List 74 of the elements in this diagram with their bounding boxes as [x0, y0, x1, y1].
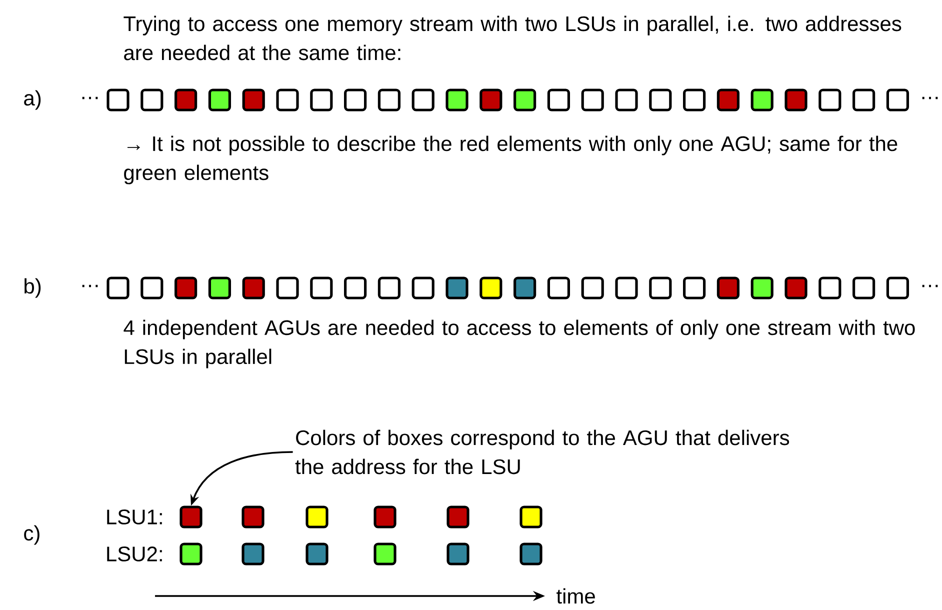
memory-box: [784, 88, 808, 112]
unit-label: LSU1:: [107, 510, 162, 524]
memory-box: [180, 542, 202, 566]
memory-box: [480, 88, 502, 112]
memory-box: [140, 88, 164, 112]
memory-box: [547, 88, 570, 112]
memory-box: [514, 276, 536, 300]
memory-box: [310, 88, 333, 112]
memory-box: [818, 88, 842, 112]
paragraph: 4 independent AGUs are needed to access to elements of only one stream with two LSUs in parallel: [124, 320, 915, 368]
memory-box: [683, 88, 706, 112]
memory-box: [374, 506, 396, 528]
memory-box: [306, 542, 328, 566]
caption-text: Colors of boxes correspond to the AGU that delivers the address for the LSU: [295, 430, 790, 474]
ellipsis: …: [82, 96, 98, 100]
memory-box: [344, 276, 367, 300]
memory-box: [378, 88, 400, 112]
memory-box: [480, 276, 502, 300]
memory-box: [412, 88, 434, 112]
memory-box: [276, 276, 299, 300]
memory-box: [242, 506, 264, 528]
memory-box: [208, 88, 232, 112]
memory-box: [852, 88, 876, 112]
memory-box: [818, 276, 842, 300]
memory-box: [446, 542, 470, 566]
memory-box: [140, 276, 164, 300]
memory-box: [446, 276, 468, 300]
memory-box: [446, 88, 468, 112]
memory-box: [208, 276, 232, 300]
memory-box: [378, 276, 400, 300]
memory-box: [615, 276, 638, 300]
memory-box: [649, 88, 672, 112]
memory-box: [106, 276, 130, 300]
ellipsis: …: [82, 284, 98, 288]
memory-box: [615, 88, 638, 112]
memory-box: [374, 542, 396, 566]
memory-box: [446, 506, 470, 528]
row-label: c): [24, 525, 40, 545]
memory-box: [649, 276, 672, 300]
memory-box: [174, 88, 198, 112]
paragraph: → It is not possible to describe the red elements with only one AGU; same for the green elements: [124, 136, 898, 184]
memory-box: [581, 88, 604, 112]
ellipsis: …: [922, 96, 938, 100]
memory-box: [514, 88, 536, 112]
axis-label: time: [556, 588, 595, 604]
memory-box: [276, 88, 299, 112]
memory-box: [242, 542, 264, 566]
memory-box: [581, 276, 604, 300]
memory-box: [750, 88, 774, 112]
memory-box: [886, 276, 909, 300]
memory-box: [306, 506, 328, 528]
memory-box: [174, 276, 198, 300]
paragraph: Trying to access one memory stream with two LSUs in parallel, i.e. two addresses are needed at the same time:: [124, 16, 902, 60]
memory-box: [716, 276, 740, 300]
memory-box: [106, 88, 130, 112]
memory-box: [716, 88, 740, 112]
memory-box: [886, 88, 909, 112]
memory-box: [852, 276, 876, 300]
memory-box: [784, 276, 808, 300]
unit-label: LSU2:: [107, 546, 162, 562]
memory-box: [547, 276, 570, 300]
memory-box: [310, 276, 333, 300]
memory-box: [344, 88, 367, 112]
memory-box: [520, 506, 542, 528]
memory-box: [520, 542, 542, 566]
memory-box: [683, 276, 706, 300]
memory-box: [412, 276, 434, 300]
row-label: b): [24, 278, 41, 298]
ellipsis: …: [922, 284, 938, 288]
memory-box: [242, 276, 265, 300]
memory-box: [750, 276, 774, 300]
row-label: a): [24, 90, 41, 110]
memory-box: [242, 88, 265, 112]
memory-box: [180, 506, 202, 528]
